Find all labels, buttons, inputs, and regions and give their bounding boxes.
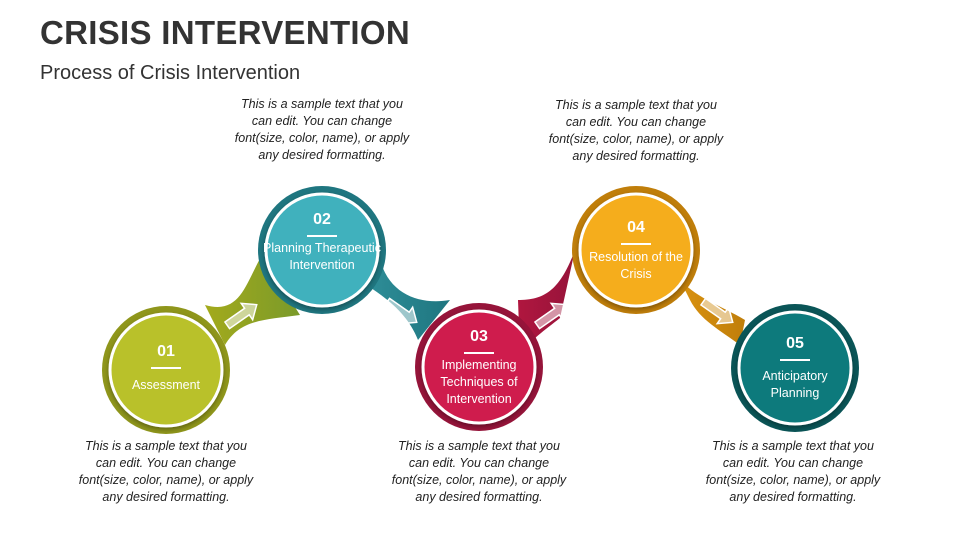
page-title: CRISIS INTERVENTION (40, 14, 410, 51)
step-label-01: Assessment (131, 378, 201, 392)
step-circle-04 (578, 192, 694, 308)
step-label-05: Anticipatory Planning (762, 369, 828, 400)
arrow-icon-3 (533, 302, 568, 330)
page-subtitle: Process of Crisis Intervention (40, 62, 301, 84)
step-number-01: 01 (157, 343, 175, 360)
step-label-04: Resolution of the Crisis (589, 250, 683, 281)
step-number-03: 03 (470, 328, 488, 345)
step-description-05: This is a sample text that you can edit.… (705, 439, 881, 504)
step-circle-05 (737, 310, 853, 426)
step-divider-02 (307, 235, 337, 237)
step-divider-01 (151, 367, 181, 369)
step-number-05: 05 (786, 335, 804, 352)
step-description-04: This is a sample text that you can edit.… (548, 98, 724, 163)
step-divider-03 (464, 352, 494, 354)
step-circle-02 (264, 192, 380, 308)
step-description-02: This is a sample text that you can edit.… (234, 97, 410, 162)
step-circle-03 (421, 309, 537, 425)
arrow-icon-4 (699, 297, 734, 325)
step-description-03: This is a sample text that you can edit.… (391, 439, 567, 504)
step-divider-04 (621, 243, 651, 245)
step-label-03: Implementing Techniques of Intervention (440, 358, 518, 406)
step-description-01: This is a sample text that you can edit.… (78, 439, 254, 504)
arrow-icon-2 (383, 297, 418, 325)
step-divider-05 (780, 359, 810, 361)
step-label-02: Planning Therapeutic Intervention (263, 241, 381, 272)
step-circle-01 (108, 312, 224, 428)
arrow-icon-1 (223, 302, 258, 330)
step-number-04: 04 (627, 219, 645, 236)
connector-3-4 (518, 250, 575, 355)
connector-2-3 (362, 260, 450, 340)
step-number-02: 02 (313, 211, 331, 228)
